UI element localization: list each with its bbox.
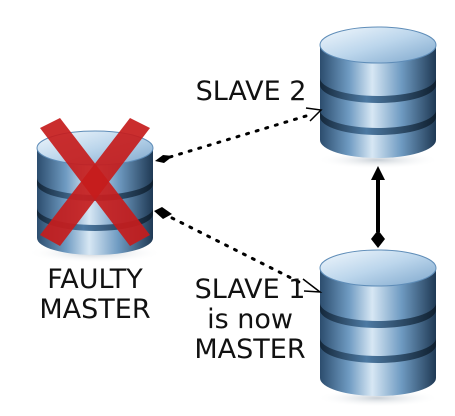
label-master-line: MASTER bbox=[194, 334, 306, 365]
slave1-new-master-database-icon bbox=[316, 249, 440, 407]
arrowhead-up-icon bbox=[371, 166, 385, 180]
label-slave1-line: SLAVE 1 bbox=[194, 274, 306, 305]
failure-cross-icon bbox=[40, 118, 150, 246]
open-arrowhead-icon bbox=[305, 107, 323, 122]
diamond-end-icon bbox=[371, 230, 385, 248]
label-faulty-line: FAULTY bbox=[47, 264, 143, 295]
connector-faulty-to-slave1 bbox=[154, 207, 323, 293]
open-arrowhead-icon bbox=[302, 278, 323, 293]
label-slave2: SLAVE 2 bbox=[195, 76, 307, 107]
label-slave1-now-master: SLAVE 1 is now MASTER bbox=[175, 275, 325, 365]
connector-faulty-to-slave2 bbox=[155, 107, 323, 163]
diamond-end-icon bbox=[154, 207, 172, 219]
connector-slave2-slave1 bbox=[371, 166, 385, 248]
label-master-line: MASTER bbox=[39, 294, 151, 325]
label-faulty-master: FAULTY MASTER bbox=[10, 265, 180, 325]
slave2-database-icon bbox=[316, 26, 440, 169]
diamond-end-icon bbox=[155, 155, 173, 163]
label-is-now-line: is now bbox=[207, 304, 293, 335]
